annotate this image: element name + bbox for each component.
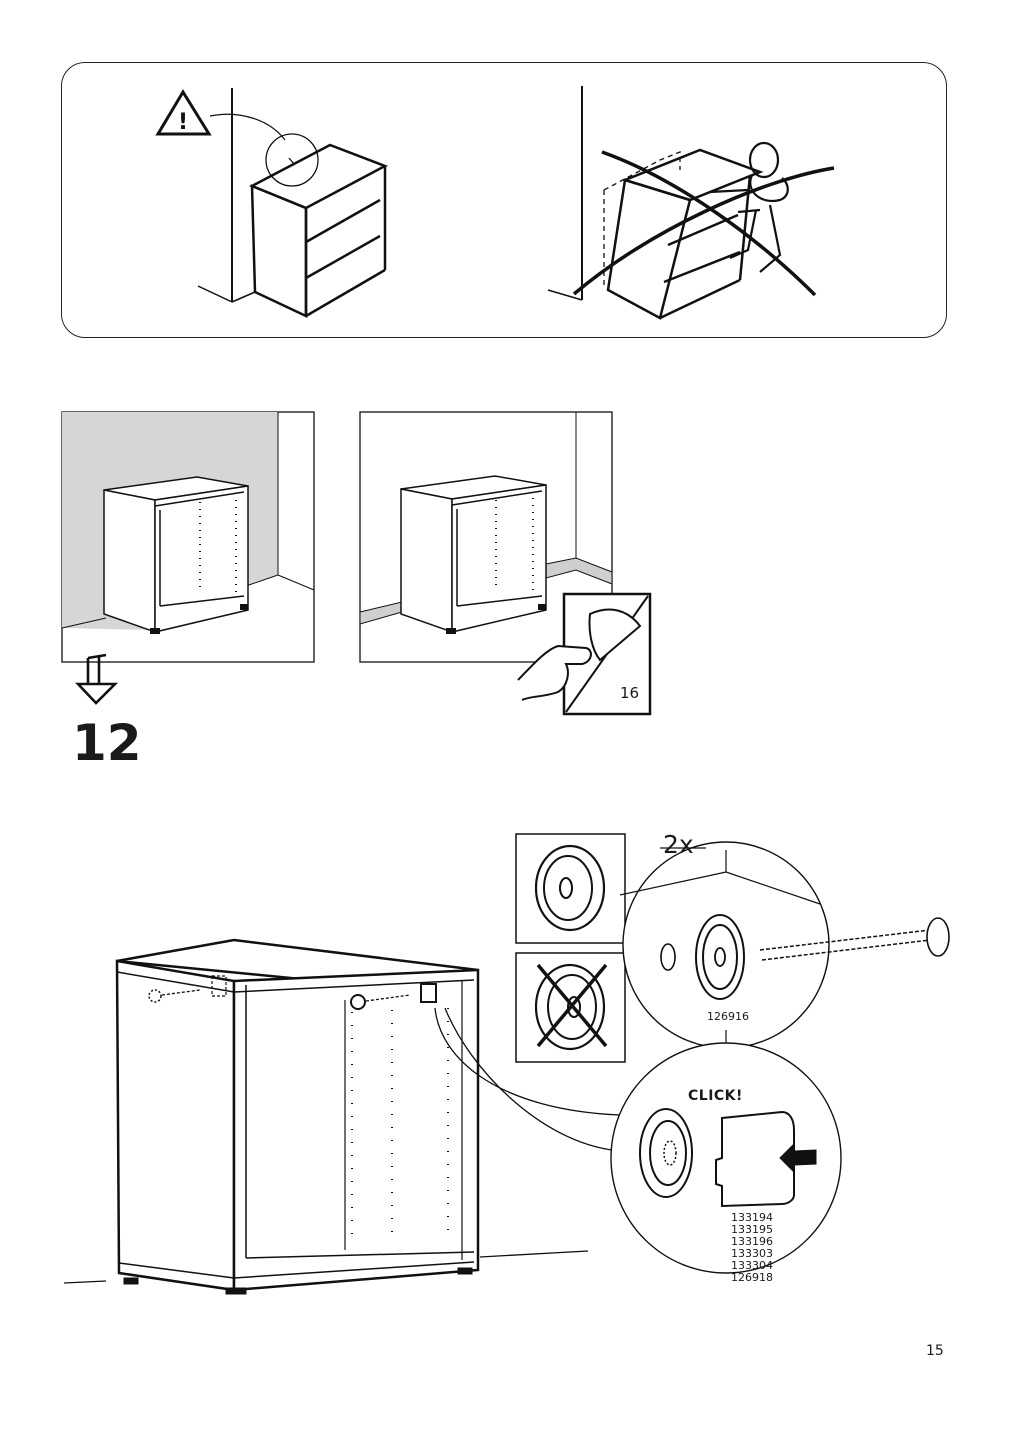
part-number-list: 133194 133195 133196 133303 133304 12691… bbox=[722, 1212, 782, 1284]
part-number: 133195 bbox=[731, 1223, 773, 1236]
incorrect-washer-illustration bbox=[515, 952, 626, 1063]
step-down-arrow-icon bbox=[74, 653, 119, 705]
page-number: 15 bbox=[926, 1343, 944, 1359]
screw-detail-circle bbox=[619, 841, 950, 1049]
part-number: 133196 bbox=[731, 1235, 773, 1248]
step-number: 12 bbox=[72, 714, 142, 772]
cabinet-tipping-illustration bbox=[547, 86, 835, 320]
cabinet-secured-illustration bbox=[197, 88, 389, 318]
click-label: CLICK! bbox=[688, 1088, 743, 1104]
part-number: 126918 bbox=[731, 1271, 773, 1284]
svg-text:!: ! bbox=[178, 110, 188, 135]
part-number: 133194 bbox=[731, 1211, 773, 1224]
page-reference-icon bbox=[517, 592, 652, 716]
warning-triangle-icon: ! bbox=[155, 89, 286, 141]
part-number: 133303 bbox=[731, 1247, 773, 1260]
cabinet-frame-illustration bbox=[63, 938, 621, 1295]
warning-panel bbox=[61, 62, 947, 338]
part-number: 133304 bbox=[731, 1259, 773, 1272]
quantity-label: 2x bbox=[663, 830, 694, 859]
click-cover-detail-circle bbox=[610, 1042, 842, 1274]
correct-washer-illustration bbox=[515, 833, 626, 944]
part-number-screw: 126916 bbox=[707, 1010, 749, 1023]
wall-placement-illustration bbox=[61, 411, 315, 663]
page-reference-label: 16 bbox=[620, 684, 640, 702]
